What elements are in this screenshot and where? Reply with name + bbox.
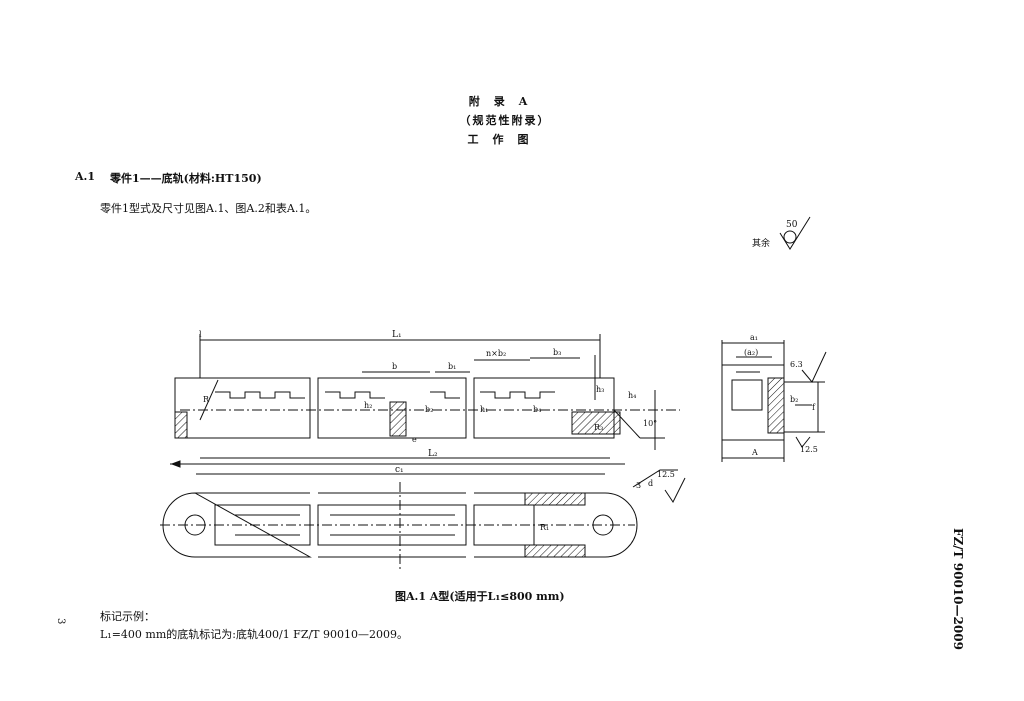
label-h1: h₁ <box>480 405 488 414</box>
label-d: d <box>648 479 653 488</box>
standard-code: FZ/T 90010—2009 <box>951 528 965 650</box>
marking-heading: 标记示例： <box>100 610 155 623</box>
label-R: R <box>203 395 210 404</box>
label-A: A <box>751 448 758 457</box>
section-heading: 零件1——底轨(材料:HT150) <box>110 172 262 185</box>
page-number: 3 <box>55 618 66 625</box>
label-L1: L₁ <box>392 330 402 340</box>
label-l: l <box>199 330 202 339</box>
label-R3: R₃ <box>594 423 603 432</box>
marking-example: L₁=400 mm的底轨标记为:底轨400/1 FZ/T 90010—2009。 <box>100 628 408 641</box>
section-body: 零件1型式及尺寸见图A.1、图A.2和表A.1。 <box>100 202 317 215</box>
label-3: 3 <box>636 481 641 490</box>
label-R1: R₁ <box>540 523 549 532</box>
label-f: f <box>812 403 816 412</box>
figure-caption: 图A.1 A型(适用于L₁≤800 mm) <box>395 590 565 603</box>
label-h2: h₂ <box>364 401 372 410</box>
label-e: e <box>412 435 417 444</box>
section-title: 工作图 <box>467 133 543 146</box>
label-rough-125: 12.5 <box>800 445 818 454</box>
section-number: A.1 <box>75 170 96 183</box>
roughness-value: 50 <box>786 220 798 230</box>
label-b1: b₁ <box>448 362 456 371</box>
label-h4: h₄ <box>628 391 636 400</box>
label-b4: b₄ <box>533 405 541 414</box>
label-L2: L₂ <box>428 449 438 459</box>
roughness-symbol <box>779 216 811 250</box>
roughness-label: 其余 <box>752 239 771 249</box>
label-nxb2: n×b₂ <box>486 349 506 358</box>
label-a2: (a₂) <box>744 348 758 357</box>
label-h3: h₃ <box>596 385 604 394</box>
label-b: b <box>392 362 397 371</box>
label-c1: c₁ <box>395 465 404 475</box>
label-b2-side: b₂ <box>790 395 798 404</box>
appendix-title: 附录A <box>468 95 542 108</box>
label-b3: b₃ <box>553 348 561 357</box>
label-rough-63: 6.3 <box>790 360 803 369</box>
label-a1: a₁ <box>750 333 758 342</box>
label-rough-125b: 12.5 <box>657 470 675 479</box>
label-angle: 10° <box>643 419 657 428</box>
label-b2: b₂ <box>425 405 433 414</box>
appendix-subtitle: （规范性附录） <box>459 114 551 127</box>
